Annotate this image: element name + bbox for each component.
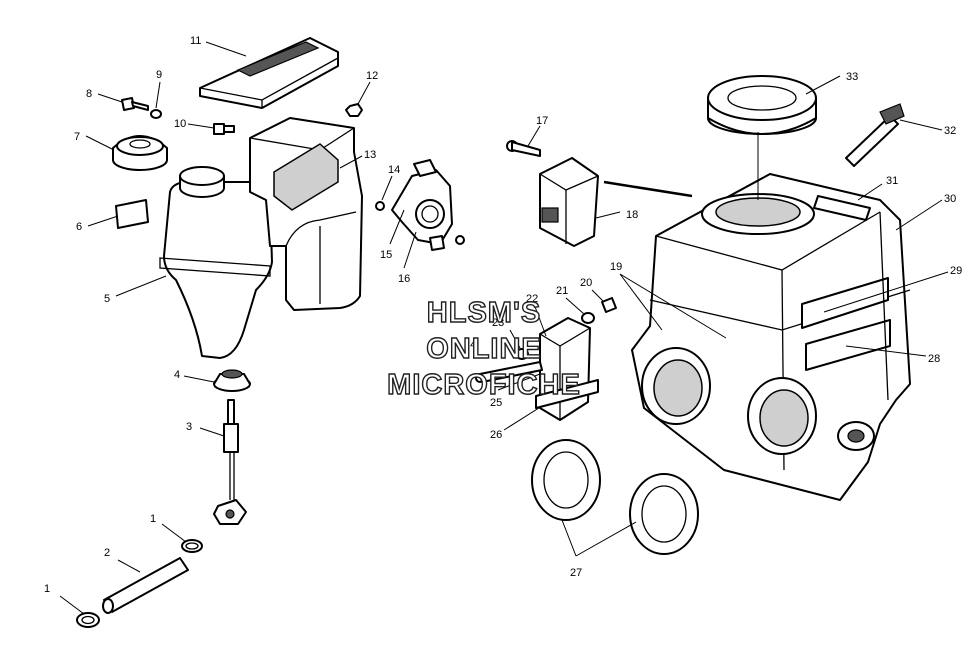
foam-ring [707,75,817,135]
callout-labels: 1 1 2 3 4 5 6 7 8 9 10 11 12 13 14 15 16… [44,35,962,595]
callout-23: 23 [492,317,504,329]
washer-14 [375,201,385,211]
callout-24: 24 [464,339,476,351]
callout-31: 31 [886,175,898,187]
callout-17: 17 [536,115,548,127]
callout-33: 33 [846,71,858,83]
callout-7: 7 [74,131,80,143]
callout-9: 9 [156,69,162,81]
callout-26: 26 [490,429,502,441]
bracket [535,317,599,421]
callout-28: 28 [928,353,940,365]
grommet [213,369,251,392]
callout-15: 15 [380,249,392,261]
callout-29: 29 [950,265,962,277]
callout-13: 13 [364,149,376,161]
callout-10: 10 [174,118,186,130]
airbox-inlet-left [641,347,711,425]
nut-12 [345,103,363,117]
fill-cap [112,135,168,171]
valve-fitting [429,235,465,251]
hose [102,557,189,614]
bolt-10 [213,123,235,135]
rod [603,180,693,198]
callout-14: 14 [388,164,400,176]
reservoir-box [249,117,363,311]
callout-4: 4 [174,369,180,381]
callout-16: 16 [398,273,410,285]
callout-32: 32 [944,125,956,137]
hose-clamp-upper [181,539,203,553]
seal-ring-right [629,473,699,555]
airbox-foot [837,421,875,451]
hose-clamp-lower [76,612,100,628]
callout-30: 30 [944,193,956,205]
watermark-line-3: MICROFICHE [387,369,581,401]
electronic-module [539,157,599,247]
callout-3: 3 [186,421,192,433]
callout-2: 2 [104,547,110,559]
pickup-tube [213,399,247,525]
callout-25: 25 [490,397,502,409]
callout-11: 11 [190,35,201,47]
oil-tank [159,166,273,359]
valve-body [391,159,453,245]
washer-9 [150,109,162,119]
callout-1-lower: 1 [44,583,50,595]
callout-8: 8 [86,88,92,100]
washers-20-21 [515,297,617,360]
callout-20: 20 [580,277,592,289]
decal [115,199,149,229]
callout-22: 22 [526,293,538,305]
watermark-line-1: HLSM'S [427,297,541,329]
callout-1-upper: 1 [150,513,156,525]
callout-5: 5 [104,293,110,305]
callout-27: 27 [570,567,582,579]
bolt-17 [506,140,541,157]
watermark-line-2: ONLINE [426,333,542,365]
callout-19: 19 [610,261,622,273]
callout-12: 12 [366,70,378,82]
leader-lines [59,41,949,615]
strap [845,103,905,167]
tank-lid [199,37,339,109]
pin [475,361,543,383]
callout-21: 21 [556,285,568,297]
callout-18: 18 [626,209,638,221]
airbox-inlet-right [747,377,817,455]
airbox [631,173,911,501]
callout-6: 6 [76,221,82,233]
seal-ring-left [531,439,601,521]
bolt-8 [121,97,149,111]
watermark: HLSM'S ONLINE MICROFICHE [386,296,581,401]
